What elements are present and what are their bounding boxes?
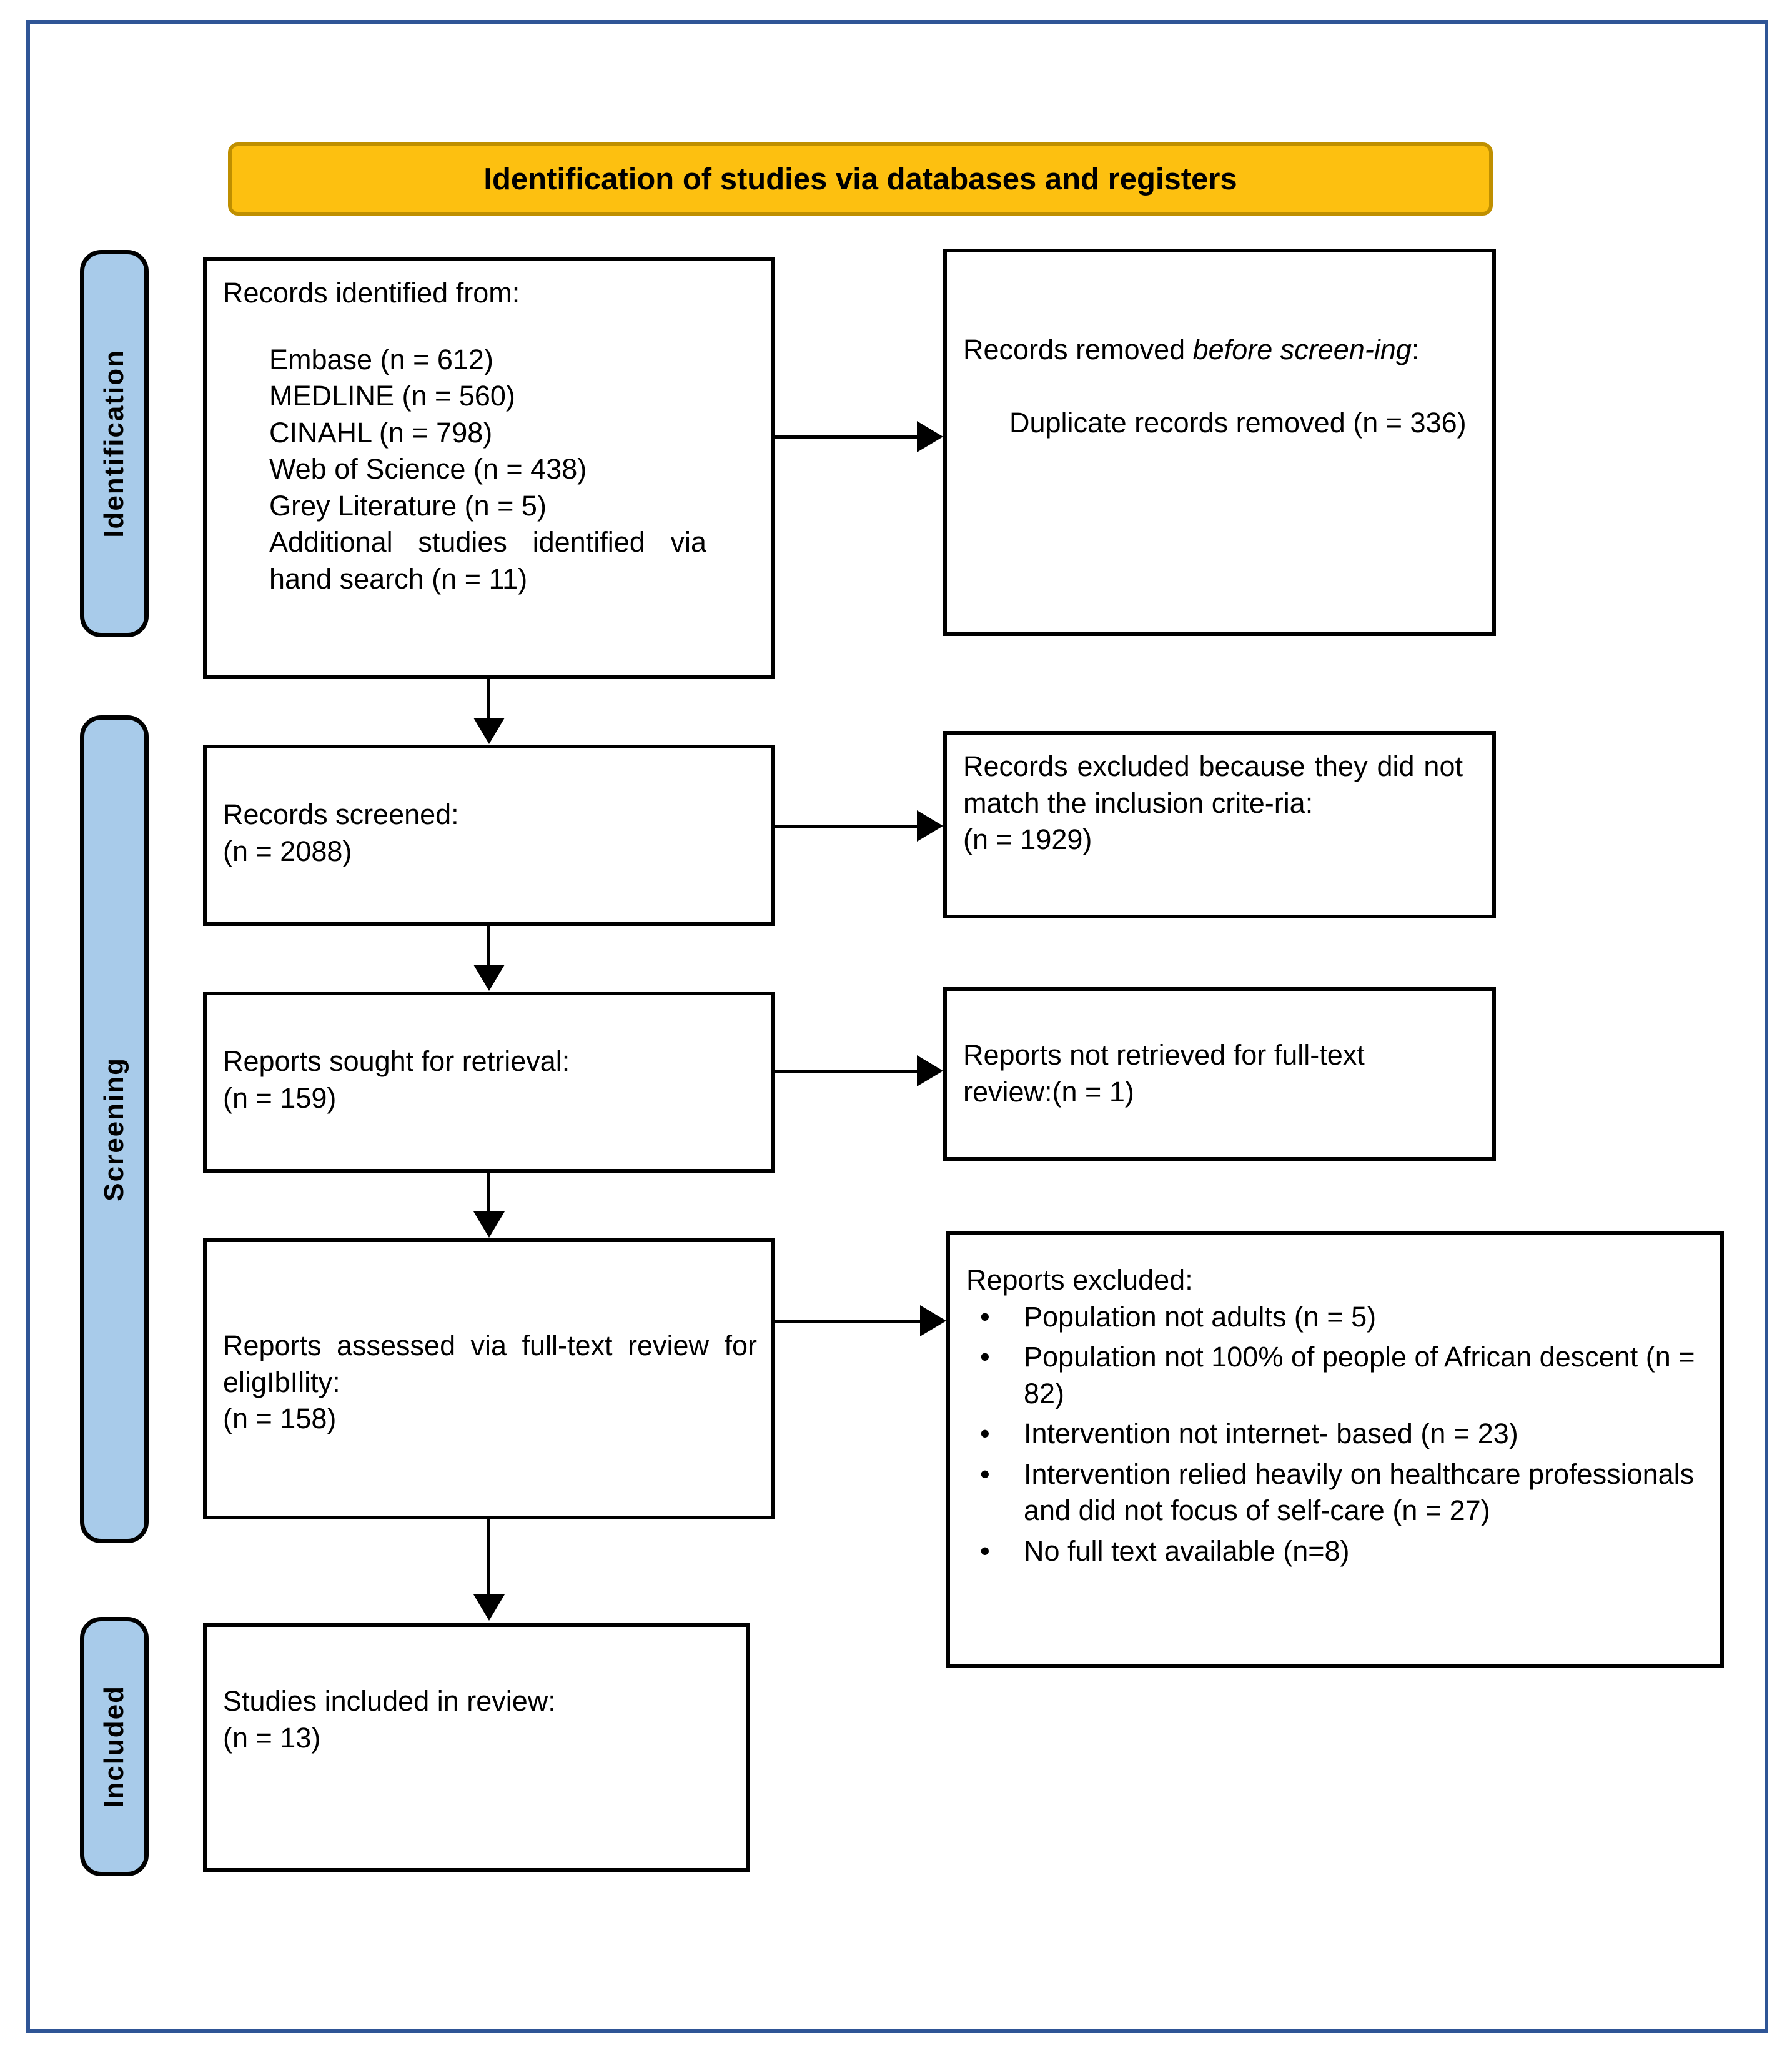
records-excluded-count: (n = 1929) [963,823,1092,855]
box-records-excluded: Records excluded because they did not ma… [943,731,1496,918]
reason-text: Population not 100% of people of African… [1024,1341,1695,1409]
reports-assessed-heading: Reports assessed via full-text review fo… [223,1330,757,1398]
bullet-icon: • [980,1534,990,1567]
box-reports-excluded: Reports excluded: • Population not adult… [946,1231,1724,1668]
connector-identified-to-screened [487,679,490,724]
connector-sought-to-not-retrieved [775,1070,917,1073]
reports-sought-count: (n = 159) [223,1081,337,1114]
box-studies-included: Studies included in review: (n = 13) [203,1623,750,1872]
reports-excluded-heading: Reports excluded: [966,1264,1193,1296]
arrowhead-screened-to-excluded [917,810,943,842]
reason-text: Population not adults (n = 5) [1024,1300,1377,1333]
arrowhead-assessed-to-included [473,1594,505,1621]
reason-item: • Intervention not internet- based (n = … [966,1416,1704,1453]
reason-text: Intervention relied heavily on healthcar… [1024,1458,1695,1527]
reason-text: Intervention not internet- based (n = 23… [1024,1418,1518,1449]
records-removed-heading-italic: before screen-ing [1192,334,1412,365]
studies-included-count: (n = 13) [223,1721,321,1754]
stage-label-screening: Screening [99,1057,129,1201]
connector-screened-to-excluded [775,825,917,828]
arrowhead-screened-to-sought [473,965,505,991]
records-identified-heading: Records identified from: [223,277,520,309]
box-records-screened: Records screened: (n = 2088) [203,745,775,926]
box-reports-sought: Reports sought for retrieval: (n = 159) [203,992,775,1173]
arrowhead-identified-to-removed [917,421,943,452]
reason-item: • Population not adults (n = 5) [966,1299,1704,1336]
bullet-icon: • [980,1458,990,1490]
source-item: MEDLINE (n = 560) [269,380,515,412]
arrowhead-assessed-to-excluded [920,1305,946,1336]
box-reports-not-retrieved: Reports not retrieved for full-text revi… [943,987,1496,1161]
source-item: Additional studies identified via hand s… [269,526,706,595]
box-records-identified: Records identified from: Embase (n = 612… [203,257,775,679]
records-removed-heading: Records removed before screen-ing: [963,332,1476,369]
reason-item: • Population not 100% of people of Afric… [966,1339,1704,1412]
bullet-icon: • [980,1418,990,1449]
reason-text: No full text available (n=8) [1024,1534,1350,1567]
reports-excluded-reason-list: • Population not adults (n = 5) • Popula… [966,1299,1704,1570]
records-identified-source-list: Embase (n = 612) MEDLINE (n = 560) CINAH… [269,342,755,598]
stage-label-identification: Identification [99,349,129,538]
box-records-removed: Records removed before screen-ing: Dupli… [943,249,1496,636]
reports-not-retrieved-heading: Reports not retrieved for full-text revi… [963,1039,1365,1108]
records-removed-heading-tail: : [1411,334,1420,365]
stage-label-included: Included [99,1685,129,1808]
studies-included-heading: Studies included in review: [223,1685,556,1717]
reason-item: • Intervention relied heavily on healthc… [966,1456,1704,1529]
connector-screened-to-sought [487,926,490,971]
source-item: Web of Science (n = 438) [269,453,587,485]
diagram-title-banner: Identification of studies via databases … [228,142,1493,216]
bullet-icon: • [980,1300,990,1333]
arrowhead-sought-to-assessed [473,1211,505,1238]
connector-assessed-to-included [487,1519,490,1601]
connector-assessed-to-excluded [775,1320,920,1323]
records-excluded-heading: Records excluded because they did not ma… [963,750,1463,819]
records-screened-count: (n = 2088) [223,835,352,867]
source-item: Embase (n = 612) [269,343,493,375]
stage-pill-identification: Identification [80,250,149,637]
connector-sought-to-assessed [487,1173,490,1218]
arrowhead-identified-to-screened [473,718,505,744]
arrowhead-sought-to-not-retrieved [917,1055,943,1086]
records-screened-heading: Records screened: [223,798,459,830]
stage-pill-screening: Screening [80,715,149,1543]
reports-assessed-count: (n = 158) [223,1403,337,1434]
connector-identified-to-removed [775,435,917,439]
bullet-icon: • [980,1341,990,1373]
source-item: CINAHL (n = 798) [269,416,493,449]
stage-pill-included: Included [80,1617,149,1876]
reason-item: • No full text available (n=8) [966,1533,1704,1570]
source-item: Grey Literature (n = 5) [269,489,547,522]
duplicate-records-removed: Duplicate records removed (n = 336) [1009,406,1467,439]
reports-sought-heading: Reports sought for retrieval: [223,1045,570,1077]
records-removed-heading-lead: Records removed [963,334,1193,365]
box-reports-assessed: Reports assessed via full-text review fo… [203,1238,775,1519]
diagram-title-text: Identification of studies via databases … [483,162,1237,196]
